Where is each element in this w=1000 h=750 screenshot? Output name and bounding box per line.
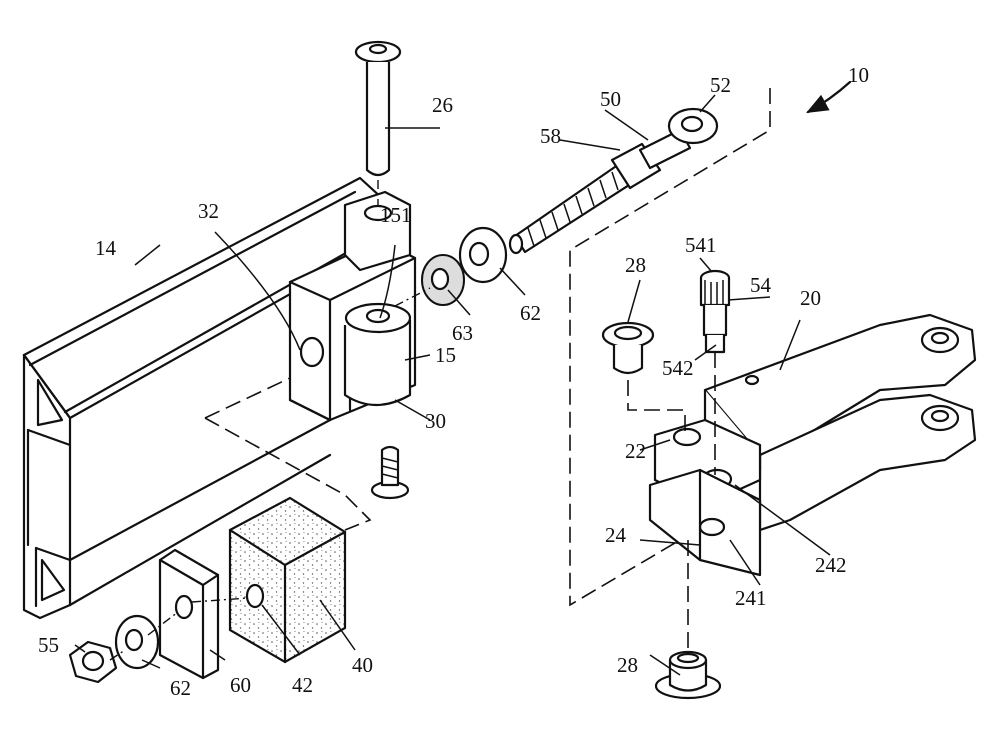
- label-32: 32: [198, 199, 219, 223]
- bracket-20: [648, 313, 977, 577]
- reference-labels: 10 14 15 151 20 22 24 241 242 26 28 28 3…: [38, 63, 869, 700]
- label-62-lower: 62: [170, 676, 191, 700]
- label-22: 22: [625, 439, 646, 463]
- bushing-28-upper: [601, 321, 655, 375]
- label-15: 15: [435, 343, 456, 367]
- washer-63: [421, 254, 465, 306]
- pin-54: [699, 269, 731, 354]
- label-40: 40: [352, 653, 373, 677]
- rail-extrusion: [22, 176, 397, 620]
- label-52: 52: [710, 73, 731, 97]
- hinge-block: [288, 190, 417, 422]
- screw: [370, 445, 410, 500]
- label-10: 10: [848, 63, 869, 87]
- washer-62-lower: [114, 614, 160, 670]
- label-24: 24: [605, 523, 627, 547]
- label-542: 542: [662, 356, 694, 380]
- washer-62-upper: [458, 226, 508, 284]
- label-30: 30: [425, 409, 446, 433]
- label-50: 50: [600, 87, 621, 111]
- label-20: 20: [800, 286, 821, 310]
- label-28-upper: 28: [625, 253, 646, 277]
- eye-bolt-50: [508, 107, 719, 255]
- label-28-lower: 28: [617, 653, 638, 677]
- label-42: 42: [292, 673, 313, 697]
- leader-lines: [74, 80, 852, 676]
- pin-26: [354, 40, 402, 205]
- label-14: 14: [95, 236, 117, 260]
- plate-60: [158, 548, 220, 680]
- label-151: 151: [380, 203, 412, 227]
- label-62-upper: 62: [520, 301, 541, 325]
- foam-block-40: [228, 496, 347, 664]
- label-58: 58: [540, 124, 561, 148]
- label-54: 54: [750, 273, 772, 297]
- label-26: 26: [432, 93, 453, 117]
- bushing-28-lower: [654, 650, 722, 700]
- label-60: 60: [230, 673, 251, 697]
- label-541: 541: [685, 233, 717, 257]
- nut-55: [68, 640, 118, 684]
- label-63: 63: [452, 321, 473, 345]
- label-241: 241: [735, 586, 767, 610]
- label-55: 55: [38, 633, 59, 657]
- label-242: 242: [815, 553, 847, 577]
